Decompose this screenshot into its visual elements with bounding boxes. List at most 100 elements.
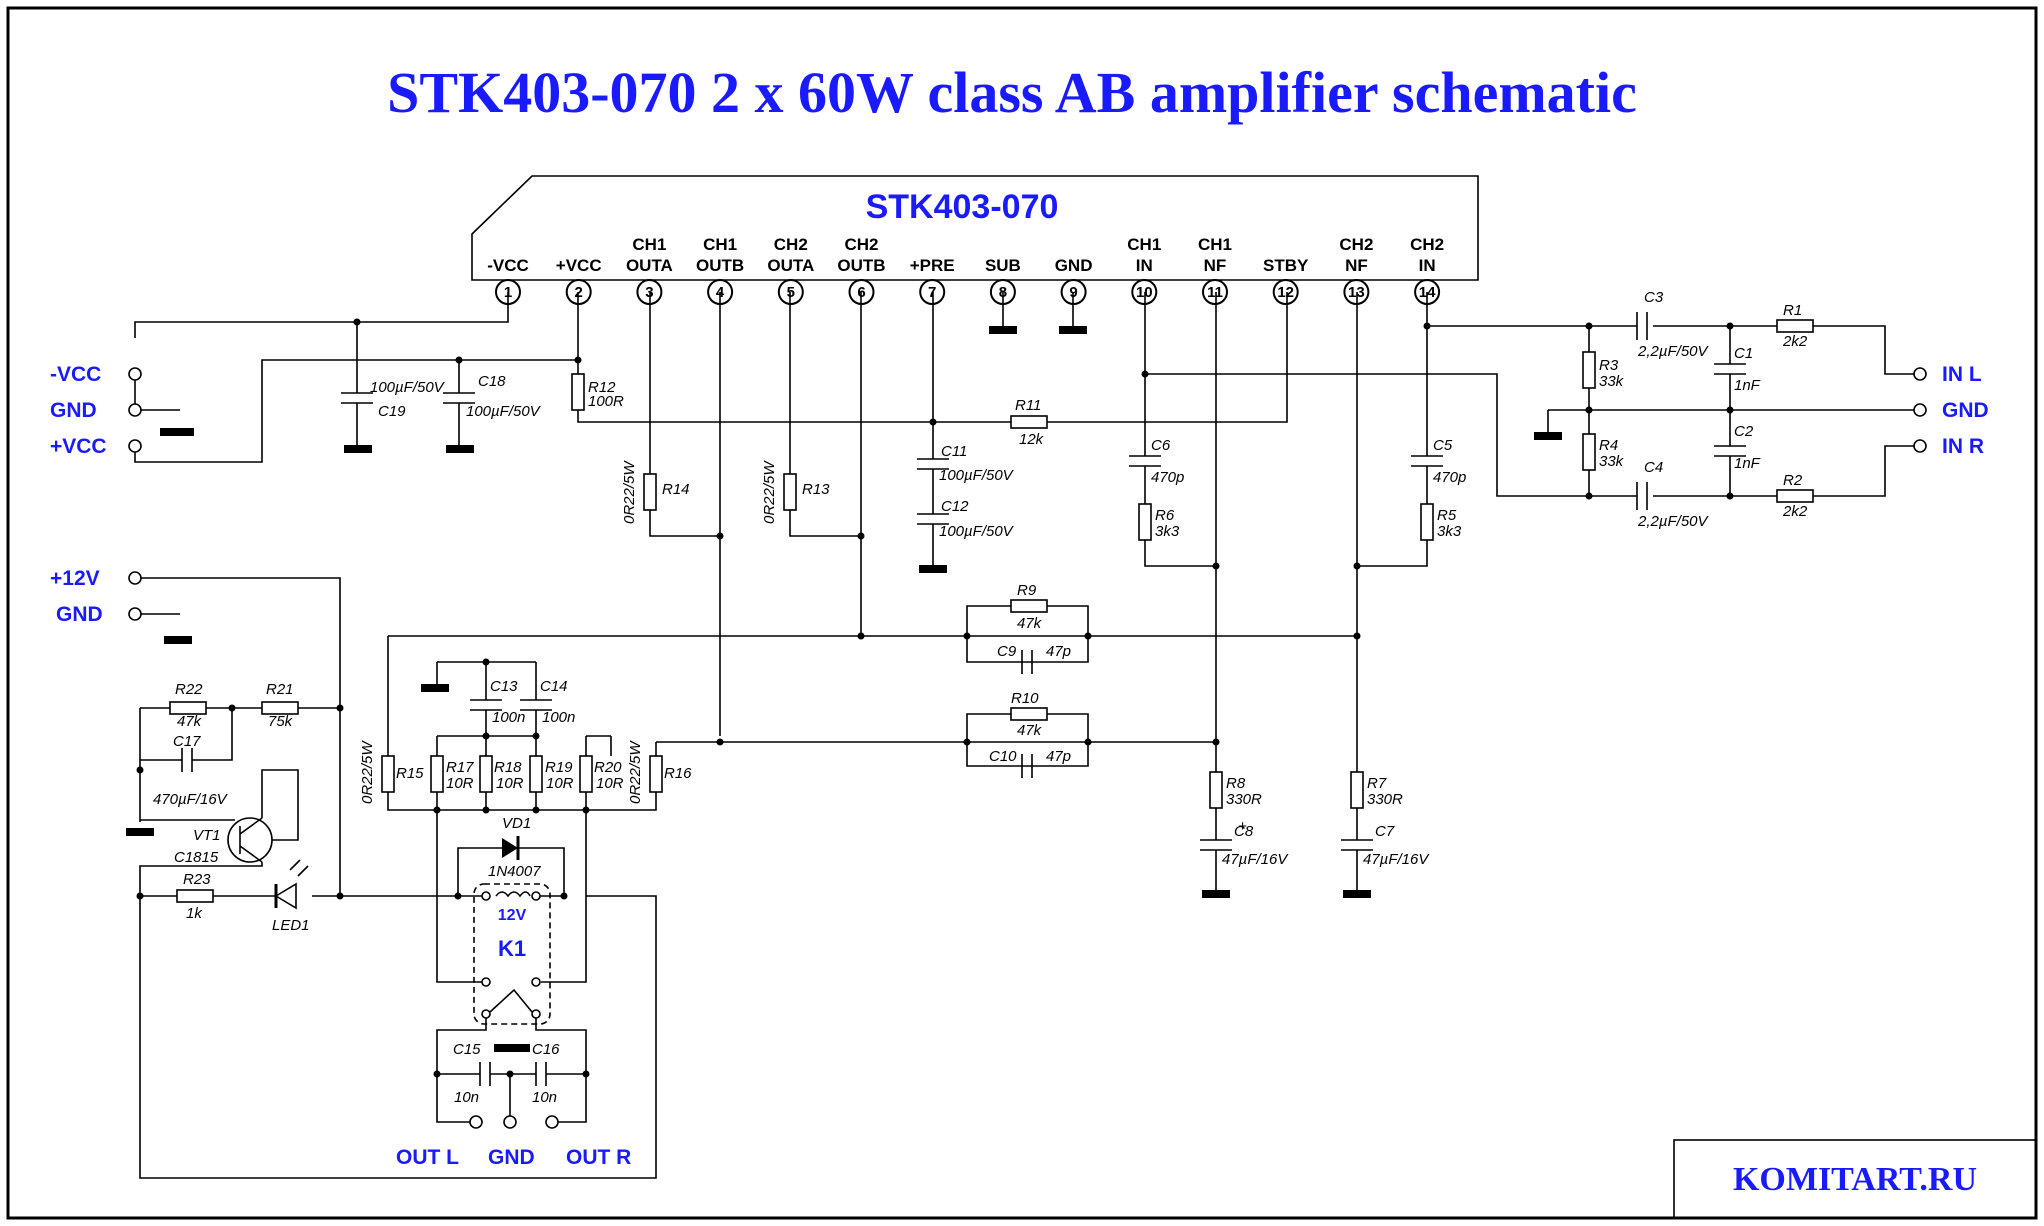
c19-value: 100µF/50V (370, 379, 446, 396)
r5-label: R5 (1437, 507, 1457, 524)
c16-value: 10n (532, 1089, 557, 1106)
relay-section (433, 810, 590, 1129)
r22-label: R22 (175, 681, 203, 698)
ic-pin-label-top: CH2 (1410, 235, 1444, 254)
r17-value: 10R (446, 775, 474, 792)
gnd-out-label: GND (488, 1146, 535, 1169)
gnd-12-label: GND (56, 603, 103, 626)
ic-pin-label: GND (1055, 256, 1093, 275)
ic-pin-label: OUTB (837, 256, 885, 275)
gnd-power-label: GND (50, 399, 97, 422)
ic-pin-label: NF (1345, 256, 1368, 275)
ic-pin-label: OUTA (767, 256, 814, 275)
c15-value: 10n (454, 1089, 479, 1106)
c12-value: 100µF/50V (939, 523, 1015, 540)
r13-value: 0R22/5W (761, 460, 778, 524)
r1-label: R1 (1783, 302, 1802, 319)
r2-value: 2k2 (1782, 503, 1808, 520)
r11-label: R11 (1015, 397, 1041, 414)
r2-label: R2 (1783, 472, 1803, 489)
c16-label: C16 (532, 1041, 560, 1058)
ic-pin-label: NF (1204, 256, 1227, 275)
r12-label: R12 (588, 379, 616, 396)
r4-label: R4 (1599, 437, 1618, 454)
r14-label: R14 (662, 481, 690, 498)
vertical-labels: 0R22/5W 0R22/5W 0R22/5W 0R22/5W (359, 460, 778, 804)
ic-pin-label-top: CH2 (774, 235, 808, 254)
c2-label: C2 (1734, 423, 1754, 440)
r5-value: 3k3 (1437, 523, 1462, 540)
ic-pin-number: 12 (1277, 284, 1294, 301)
r12-value: 100R (588, 393, 624, 410)
ic-pin-label-top: CH1 (632, 235, 666, 254)
ic-pin-label-top: CH1 (1198, 235, 1232, 254)
c10-label: C10 (989, 748, 1017, 765)
c5-label: C5 (1433, 437, 1453, 454)
c13-label: C13 (490, 678, 518, 695)
vd1-label: VD1 (502, 815, 531, 832)
c18-label: C18 (478, 373, 506, 390)
ic-pin-label: SUB (985, 256, 1021, 275)
c13-value: 100n (492, 709, 525, 726)
r8-label: R8 (1226, 775, 1246, 792)
r13-label: R13 (802, 481, 830, 498)
r14-value: 0R22/5W (621, 460, 638, 524)
gnd-in-label: GND (1942, 399, 1989, 422)
ic-pin-label-top: CH2 (1339, 235, 1373, 254)
ic-pin-label: +PRE (910, 256, 955, 275)
c11-value: 100µF/50V (939, 467, 1015, 484)
r17-label: R17 (446, 759, 474, 776)
brand-box (1673, 1139, 2037, 1219)
ic-name: STK403-070 (866, 188, 1059, 226)
c7-label: C7 (1375, 823, 1395, 840)
c3-value: 2,2µF/50V (1637, 343, 1710, 360)
r10-value: 47k (1017, 722, 1043, 739)
r15-label: R15 (396, 765, 424, 782)
outer-frame (6, 6, 2038, 1220)
r9-value: 47k (1017, 615, 1043, 632)
r9-label: R9 (1017, 582, 1037, 599)
terminals (128, 367, 1927, 621)
r20-value: 10R (596, 775, 624, 792)
ic-pin-number: 11 (1207, 284, 1223, 301)
r8-value: 330R (1226, 791, 1262, 808)
c12-label: C12 (941, 498, 969, 515)
r16-label: R16 (664, 765, 692, 782)
schematic-title: STK403-070 2 x 60W class AB amplifier sc… (387, 60, 1637, 125)
in-l-label: IN L (1942, 363, 1982, 386)
ic-pin-label: STBY (1263, 256, 1309, 275)
c2-value: 1nF (1734, 455, 1761, 472)
input-section (1129, 292, 1914, 898)
ic-pin-label: +VCC (556, 256, 602, 275)
r6-value: 3k3 (1155, 523, 1180, 540)
r3-value: 33k (1599, 373, 1625, 390)
out-r-label: OUT R (566, 1146, 631, 1169)
r7-label: R7 (1367, 775, 1387, 792)
r19-label: R19 (545, 759, 573, 776)
r21-label: R21 (266, 681, 294, 698)
c3-label: C3 (1644, 289, 1664, 306)
ic-pin-label-top: CH1 (1127, 235, 1161, 254)
r11-body (1010, 415, 1048, 429)
ic-pin-label: IN (1419, 256, 1436, 275)
neg-vcc-label: -VCC (50, 363, 101, 386)
c8-label: C8 (1234, 823, 1254, 840)
r10-label: R10 (1011, 690, 1039, 707)
r19-value: 10R (546, 775, 574, 792)
out-l-label: OUT L (396, 1146, 459, 1169)
ic-pins: 1-VCC2+VCC3CH1OUTA4CH1OUTB5CH2OUTA6CH2OU… (487, 235, 1444, 305)
ic-pin-circle (1272, 279, 1299, 305)
c1-label: C1 (1734, 345, 1753, 362)
c14-label: C14 (540, 678, 568, 695)
component-labels: R1 2k2 R2 2k2 R3 33k R4 33k R5 3k3 R6 3k… (153, 289, 1808, 1106)
c17-label: C17 (173, 733, 201, 750)
c18-value: 100µF/50V (466, 403, 542, 420)
output-stage (381, 292, 1357, 814)
ic-pin-label: OUTA (626, 256, 673, 275)
k1-value: 12V (498, 907, 527, 924)
plus12-label: +12V (50, 567, 100, 590)
c17-value: 470µF/16V (153, 791, 229, 808)
